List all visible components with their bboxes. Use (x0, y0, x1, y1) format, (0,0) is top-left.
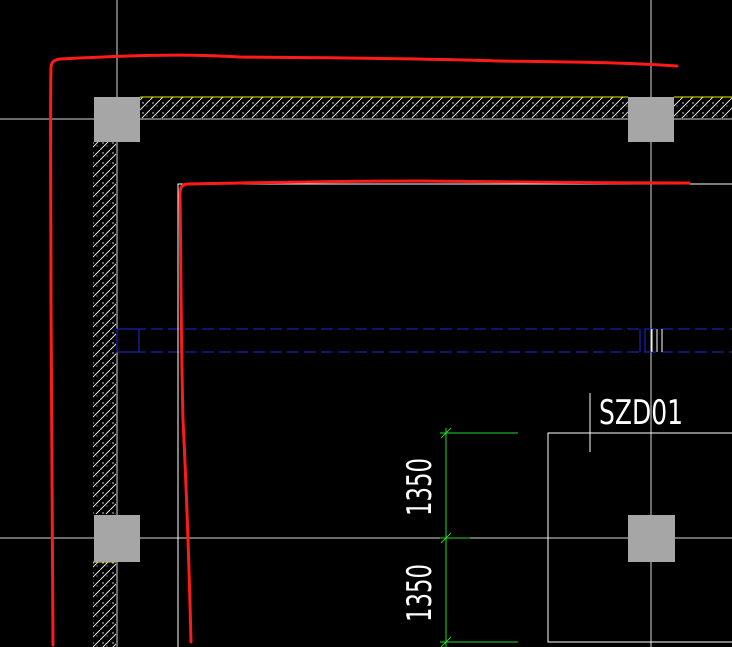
beam[interactable] (116, 328, 732, 353)
red-markup (49, 53, 691, 647)
markup-outer-stroke (49, 53, 679, 647)
dimension-text-upper: 1350 (400, 458, 440, 516)
wall-left-lower (93, 562, 116, 647)
column-bottom-right[interactable] (628, 515, 675, 562)
column-top-left[interactable] (94, 97, 140, 142)
column-top-right[interactable] (628, 97, 674, 142)
tick-top (440, 427, 452, 439)
tick-bottom (440, 636, 452, 647)
column-tag-label: SZD01 (599, 393, 683, 433)
pile-cap-outline (547, 432, 732, 643)
pile-cap[interactable] (547, 393, 732, 643)
wall-top (140, 97, 628, 118)
column-bottom-left[interactable] (94, 515, 140, 562)
wall-top-right (674, 97, 732, 118)
markup-inner-stroke (178, 179, 691, 644)
dimension-group (440, 427, 518, 647)
inner-outline (177, 183, 732, 647)
wall-left (93, 142, 116, 514)
dimension-text-lower: 1350 (400, 564, 440, 622)
walls (93, 96, 732, 647)
beam-end-left (116, 328, 140, 353)
tick-middle (440, 532, 452, 544)
columns (94, 97, 675, 562)
inner-outline-line (177, 183, 732, 647)
